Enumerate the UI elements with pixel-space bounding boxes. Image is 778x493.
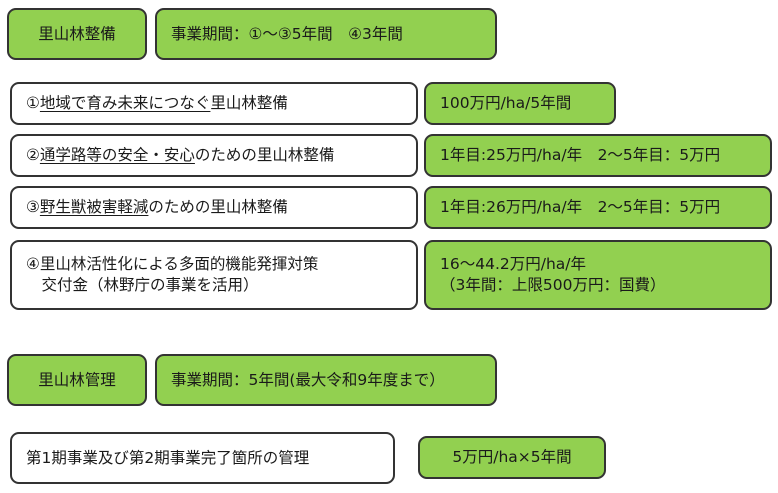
item-suffix: のための里山林整備	[194, 146, 335, 165]
item-suffix: 里山林整備	[210, 94, 288, 113]
item-row-4: ④里山林活性化による多面的機能発揮対策 交付金（林野庁の事業を活用）	[10, 240, 418, 310]
item-line-1: ④里山林活性化による多面的機能発揮対策	[26, 255, 319, 274]
amount-line-1: 16～44.2万円/ha/年	[440, 255, 587, 274]
amount-line-2: （3年間：上限500万円：国費）	[440, 276, 666, 294]
item-prefix: ②	[26, 146, 40, 165]
item-suffix: のための里山林整備	[148, 198, 288, 217]
amount-row-1: 100万円/ha/5年間	[424, 82, 616, 125]
section-period-kanri: 事業期間：5年間(最大令和9年度まで）	[155, 354, 497, 406]
item-underlined-text: 地域で育み未来につなぐ	[39, 94, 211, 113]
section-label-satoyama-kanri: 里山林管理	[7, 354, 147, 406]
section-period-seibi: 事業期間：①～③5年間 ④3年間	[155, 8, 497, 60]
item-underlined-text: 野生獣被害軽減	[39, 198, 149, 217]
kanri-amount: 5万円/ha×5年間	[418, 436, 606, 479]
item-prefix: ③	[26, 198, 40, 217]
item-prefix: ①	[26, 94, 40, 113]
item-line-2: 交付金（林野庁の事業を活用）	[26, 276, 259, 294]
amount-row-3: 1年目:26万円/ha/年 2～5年目：5万円	[424, 186, 772, 229]
kanri-item-row: 第1期事業及び第2期事業完了箇所の管理	[10, 432, 395, 484]
item-underlined-text: 通学路等の安全・安心	[39, 146, 195, 165]
section-label-satoyama-seibi: 里山林整備	[7, 8, 147, 60]
amount-row-2: 1年目:25万円/ha/年 2～5年目：5万円	[424, 134, 772, 177]
amount-row-4: 16～44.2万円/ha/年 （3年間：上限500万円：国費）	[424, 240, 772, 310]
